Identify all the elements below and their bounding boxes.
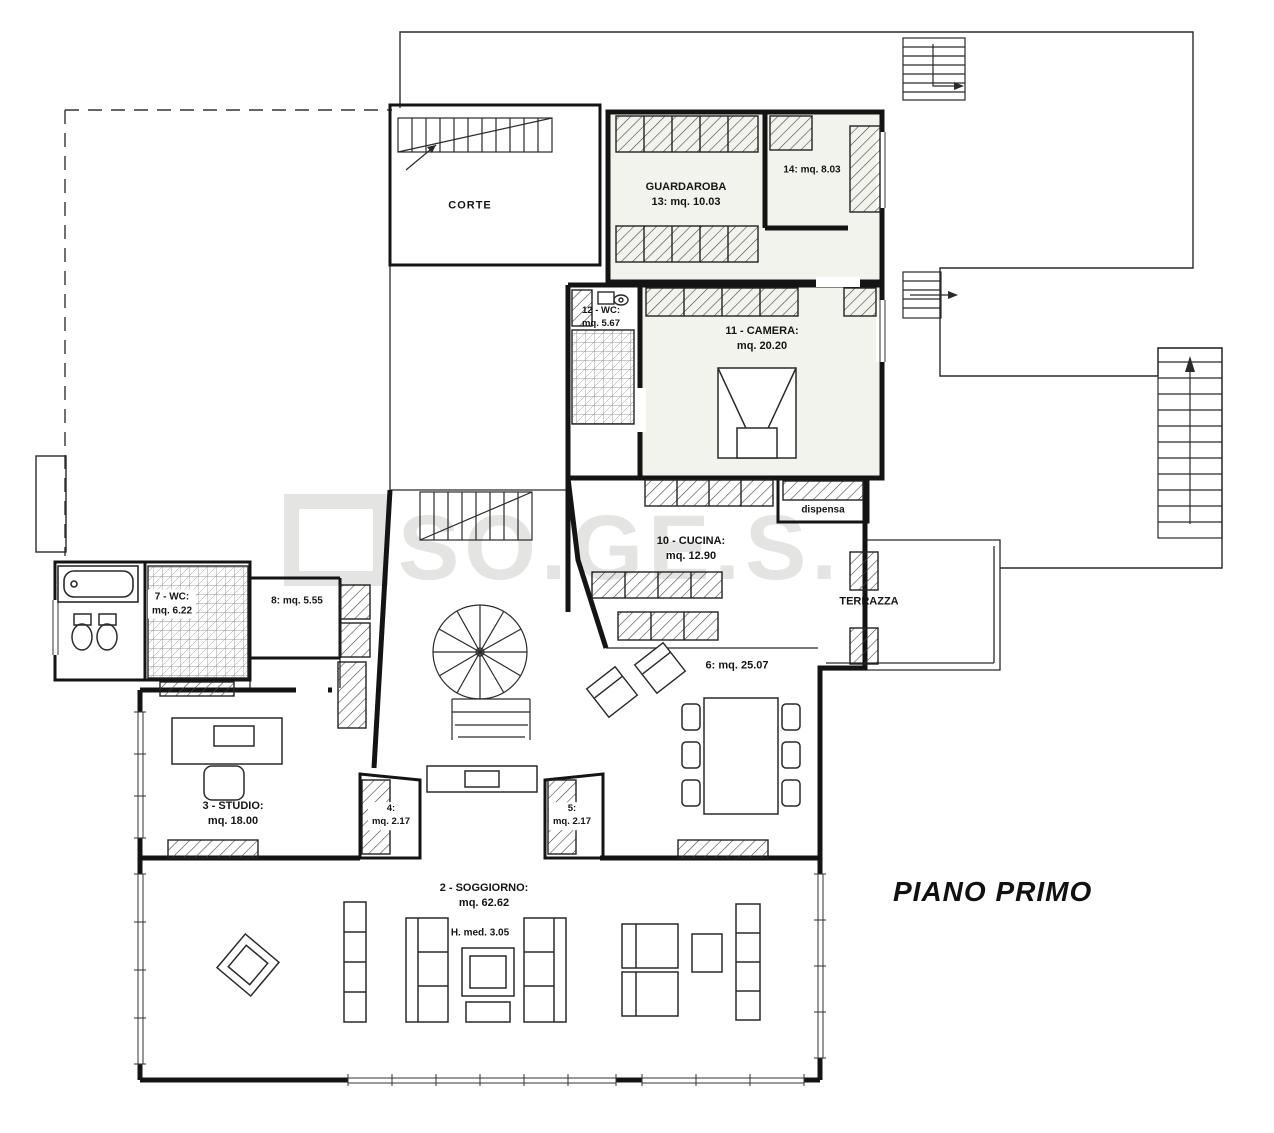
lounge-chairs-icon xyxy=(621,923,723,1017)
label-studio-size: mq. 18.00 xyxy=(207,815,259,827)
label-wc12: 12 - WC: mq. 5.67 xyxy=(582,305,620,331)
label-guardaroba: GUARDAROBA 13: mq. 10.03 xyxy=(646,180,727,210)
label-wc7: 7 - WC: mq. 6.22 xyxy=(147,589,197,619)
label-studio-name: 3 - STUDIO: xyxy=(202,800,264,813)
staircase-corte xyxy=(397,117,553,171)
label-camera-name: 11 - CAMERA: xyxy=(725,325,799,338)
staircase-top-right xyxy=(902,37,966,101)
staircase-right-large xyxy=(1157,347,1223,539)
label-wc12-size: mq. 5.67 xyxy=(581,318,621,329)
label-wc12-name: 12 - WC: xyxy=(582,305,620,317)
label-camera-size: mq. 20.20 xyxy=(736,340,788,352)
dining-table-icon xyxy=(681,697,801,815)
label-room14: 14: mq. 8.03 xyxy=(783,164,841,176)
label-soggiorno: 2 - SOGGIORNO: mq. 62.62 xyxy=(440,881,529,911)
fireplace-icon xyxy=(426,765,538,793)
staircase-hall-straight xyxy=(419,491,533,541)
armchair-icon xyxy=(585,641,687,719)
bathtub xyxy=(57,565,139,603)
label-guardaroba-size: 13: mq. 10.03 xyxy=(651,196,721,208)
label-terrazza: TERRAZZA xyxy=(839,595,899,608)
side-table-icon xyxy=(215,932,281,998)
windows xyxy=(49,132,887,1086)
bed-icon xyxy=(717,367,797,459)
label-corte: CORTE xyxy=(448,199,492,212)
label-room8: 8: mq. 5.55 xyxy=(271,595,323,607)
label-cucina-size: mq. 12.90 xyxy=(665,550,717,562)
sideboard-icon xyxy=(343,901,761,1023)
sofa-icon xyxy=(405,917,567,1023)
coffee-table-icon xyxy=(461,947,515,1023)
label-wc7-size: mq. 6.22 xyxy=(151,605,193,616)
label-guardaroba-name: GUARDAROBA xyxy=(645,181,727,194)
desk-icon xyxy=(171,717,283,801)
label-dispensa: dispensa xyxy=(801,504,845,516)
label-wc7-name: 7 - WC: xyxy=(154,591,190,603)
hatched-fixtures xyxy=(159,115,881,859)
label-room5: 5: mq. 2.17 xyxy=(548,802,596,830)
sink-icon xyxy=(597,291,629,306)
label-cucina: 10 - CUCINA: mq. 12.90 xyxy=(657,534,725,564)
label-studio: 3 - STUDIO: mq. 18.00 xyxy=(202,799,263,829)
staircase-mid-right xyxy=(902,271,958,319)
door-openings xyxy=(296,277,860,695)
label-cucina-name: 10 - CUCINA: xyxy=(656,535,726,548)
label-camera: 11 - CAMERA: mq. 20.20 xyxy=(725,324,798,354)
tiled-areas xyxy=(147,329,635,679)
label-room5-num: 5: xyxy=(567,803,577,815)
label-height-note: H. med. 3.05 xyxy=(450,927,510,939)
spiral-staircase xyxy=(432,604,531,740)
label-room6: 6: mq. 25.07 xyxy=(705,659,769,672)
label-room5-size: mq. 2.17 xyxy=(552,816,592,827)
label-soggiorno-size: mq. 62.62 xyxy=(458,897,510,909)
toilet-icon xyxy=(71,613,118,651)
label-room4-size: mq. 2.17 xyxy=(371,816,411,827)
plan-title: PIANO PRIMO xyxy=(893,876,1093,907)
label-soggiorno-name: 2 - SOGGIORNO: xyxy=(439,882,529,895)
label-room4: 4: mq. 2.17 xyxy=(367,802,415,830)
property-boundary-dashed xyxy=(64,109,392,556)
label-room4-num: 4: xyxy=(386,803,396,815)
